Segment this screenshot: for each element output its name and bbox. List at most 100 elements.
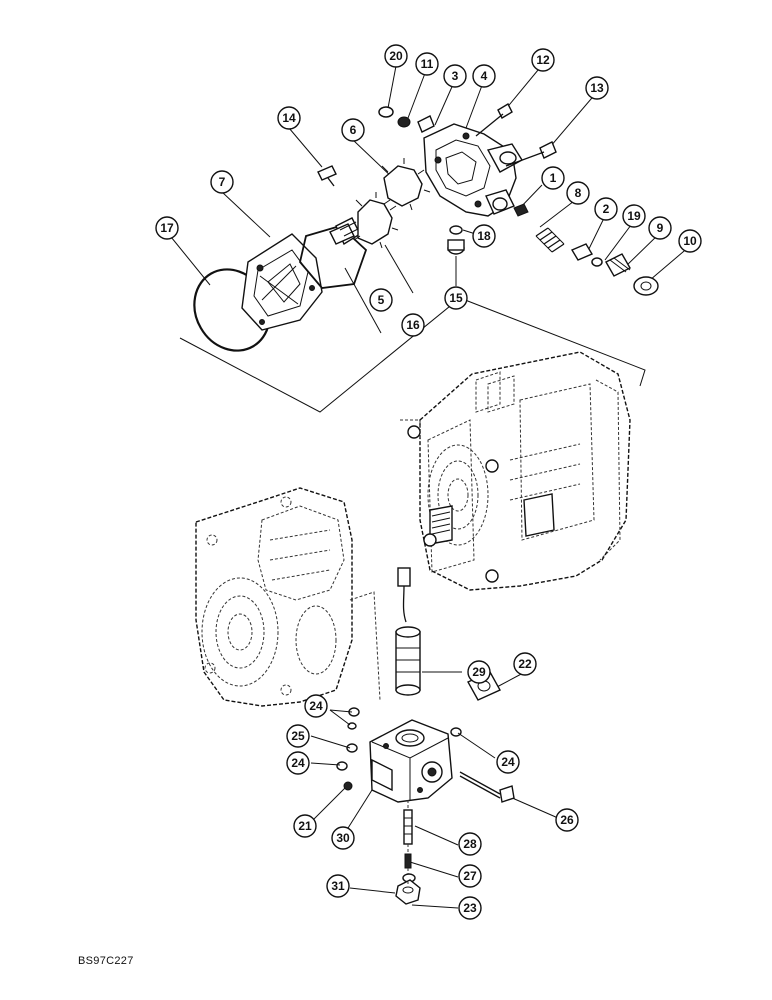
callout-c19: 19 — [622, 204, 646, 228]
callout-circle — [443, 64, 467, 88]
callout-c16: 16 — [401, 313, 425, 337]
callout-c21: 21 — [293, 814, 317, 838]
plug-21 — [343, 781, 353, 791]
callout-number: 8 — [575, 186, 582, 200]
callout-number: 7 — [219, 175, 226, 189]
callout-number: 20 — [389, 49, 403, 63]
callout-c29: 29 — [467, 660, 491, 684]
bolt-12 — [475, 103, 513, 137]
callout-number: 27 — [463, 869, 477, 883]
callout-circle — [566, 181, 590, 205]
callout-c22: 22 — [513, 652, 537, 676]
callout-number: 28 — [463, 837, 477, 851]
callout-number: 14 — [282, 111, 296, 125]
callout-c4: 4 — [472, 64, 496, 88]
bolt-14 — [317, 165, 337, 187]
callout-circle — [531, 48, 555, 72]
callout-c5: 5 — [369, 288, 393, 312]
callout-number: 10 — [683, 234, 697, 248]
callout-c31: 31 — [326, 874, 350, 898]
callout-c24c: 24 — [496, 750, 520, 774]
callout-c20: 20 — [384, 44, 408, 68]
callout-c9: 9 — [648, 216, 672, 240]
callout-number: 3 — [452, 69, 459, 83]
callout-circle — [401, 313, 425, 337]
callout-c3: 3 — [443, 64, 467, 88]
poppet-2 — [570, 243, 594, 261]
solenoid-29 — [395, 567, 421, 696]
callout-number: 31 — [331, 879, 345, 893]
callout-number: 2 — [603, 202, 610, 216]
callout-number: 11 — [421, 57, 434, 71]
drawing-code: BS97C227 — [78, 955, 134, 967]
ring-20 — [378, 106, 394, 118]
callout-circle — [155, 216, 179, 240]
callout-c27: 27 — [458, 864, 482, 888]
callout-circle — [472, 64, 496, 88]
callout-circle — [384, 44, 408, 68]
callout-circle — [585, 76, 609, 100]
callout-c17: 17 — [155, 216, 179, 240]
callout-circle — [513, 652, 537, 676]
callout-number: 1 — [550, 171, 557, 185]
callout-c6: 6 — [341, 118, 365, 142]
callout-number: 5 — [378, 293, 385, 307]
callout-circle — [444, 286, 468, 310]
callout-circle — [210, 170, 234, 194]
o-ring-24-right — [450, 727, 462, 737]
drive-gear-5 — [329, 192, 399, 249]
callout-circle — [286, 724, 310, 748]
callout-c25: 25 — [286, 724, 310, 748]
callout-number: 24 — [309, 699, 323, 713]
callout-circle — [331, 826, 355, 850]
callout-c2: 2 — [594, 197, 618, 221]
callout-c1: 1 — [541, 166, 565, 190]
callout-circle — [622, 204, 646, 228]
callout-circle — [458, 896, 482, 920]
callout-c15: 15 — [444, 286, 468, 310]
nut-31 — [395, 879, 421, 905]
callout-c24b: 24 — [286, 751, 310, 775]
callout-number: 18 — [477, 229, 491, 243]
callout-c24a: 24 — [304, 694, 328, 718]
callout-circle — [304, 694, 328, 718]
callout-number: 4 — [481, 69, 488, 83]
plug-3 — [417, 115, 435, 133]
callout-number: 15 — [449, 291, 463, 305]
callout-c18: 18 — [472, 224, 496, 248]
cap-9 — [605, 253, 631, 277]
o-ring-24-upper — [347, 707, 360, 730]
callout-number: 26 — [560, 813, 574, 827]
callout-number: 25 — [291, 729, 305, 743]
callout-circle — [472, 224, 496, 248]
o-ring-25 — [346, 743, 358, 753]
callout-circle — [555, 808, 579, 832]
callout-circle — [541, 166, 565, 190]
spring-27 — [404, 844, 412, 869]
callout-circle — [594, 197, 618, 221]
bolt-13 — [505, 141, 557, 167]
callout-circle — [293, 814, 317, 838]
callout-c26: 26 — [555, 808, 579, 832]
plug-1 — [513, 203, 529, 217]
o-ring-19 — [591, 257, 603, 267]
callout-c28: 28 — [458, 832, 482, 856]
callout-number: 30 — [336, 831, 350, 845]
callout-circle — [277, 106, 301, 130]
callout-c8: 8 — [566, 181, 590, 205]
main-pump-assembly — [400, 351, 631, 591]
callout-number: 13 — [590, 81, 604, 95]
plug-15 — [447, 239, 465, 255]
callout-number: 29 — [472, 665, 486, 679]
callout-number: 16 — [406, 318, 420, 332]
callout-number: 21 — [298, 819, 312, 833]
callout-number: 9 — [657, 221, 664, 235]
idler-gear-6 — [381, 158, 431, 211]
callout-circle — [458, 832, 482, 856]
callout-circle — [341, 118, 365, 142]
housing-7 — [241, 233, 323, 331]
callout-c7: 7 — [210, 170, 234, 194]
valve-block-30 — [369, 719, 453, 803]
